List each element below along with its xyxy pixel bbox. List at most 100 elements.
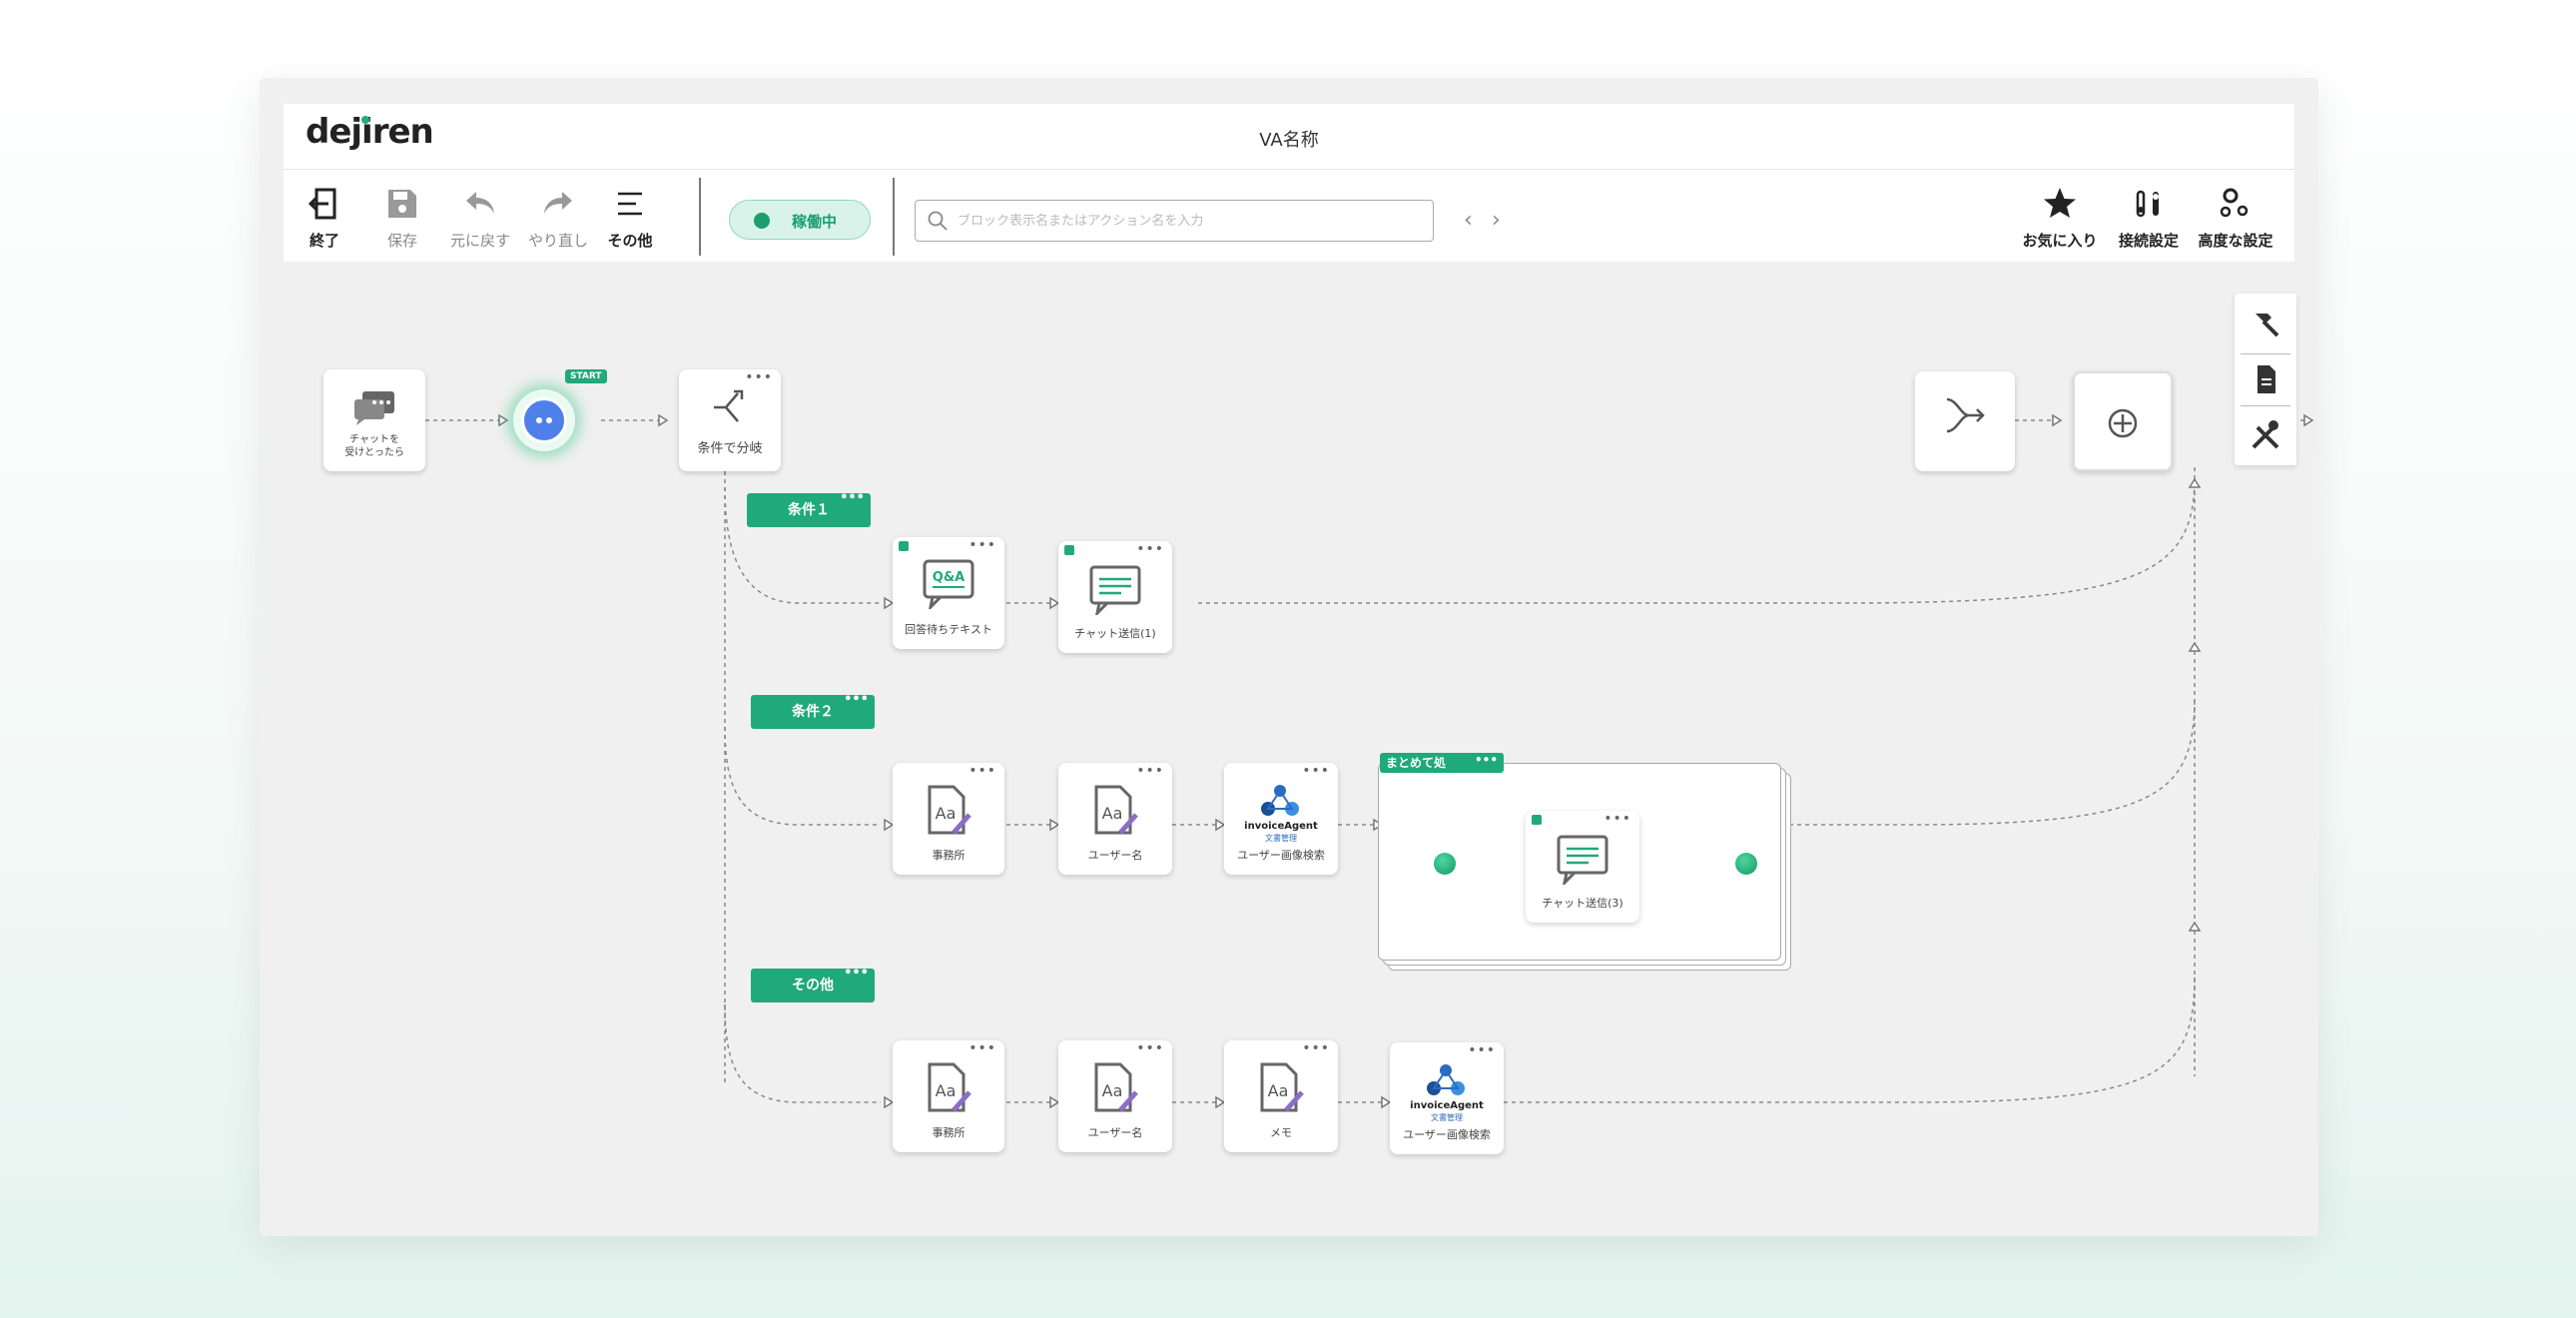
qa-label: 回答待ちテキスト [905,623,992,637]
more-icon[interactable]: ••• [968,763,996,779]
plus-circle-icon [2108,408,2138,438]
svg-text:Aa: Aa [1268,1081,1289,1100]
image-search-node[interactable]: ••• invoiceAgent 文書管理 ユーザー画像検索 [1224,763,1338,875]
undo-button[interactable]: 元に戻す [445,184,515,251]
panel-separator [2241,353,2290,354]
more-icon[interactable]: ••• [1136,1040,1164,1056]
logo: dejiren [306,112,434,152]
text-variable-icon: Aa [928,1062,971,1112]
branch-label: 条件で分岐 [697,440,763,456]
next-result-button[interactable]: › [1492,208,1501,233]
invoice-agent-icon [1261,785,1299,816]
office-node-2[interactable]: ••• Aa 事務所 [893,1040,1004,1152]
invoice-agent-icon [1427,1064,1465,1095]
more-icon[interactable]: ••• [1468,1042,1496,1058]
more-icon[interactable]: ••• [968,1040,996,1056]
qa-node[interactable]: ••• Q&A 回答待ちテキスト [893,537,1004,649]
favorites-button[interactable]: お気に入り [2017,184,2103,251]
more-icon[interactable]: ••• [840,490,865,505]
message-icon [1089,565,1141,615]
connection-button[interactable]: 接続設定 [2109,184,2189,251]
memo-node[interactable]: ••• Aa メモ [1224,1040,1338,1152]
chat-send-1-node[interactable]: ••• チャット送信(1) [1058,541,1172,653]
dejiren-mark-icon [1064,545,1074,555]
more-icon[interactable]: ••• [844,692,869,707]
document-icon[interactable] [2246,359,2285,399]
dejiren-mark-icon [899,541,909,551]
star-icon [2044,188,2076,218]
save-icon [388,190,416,218]
brand-sub-label: 文書管理 [1265,834,1297,843]
start-badge: START [565,369,607,383]
branch-node[interactable]: ••• 条件で分岐 [679,369,781,471]
more-label: その他 [607,232,653,250]
app-title: VA名称 [1259,130,1319,151]
dejiren-mark-icon [1532,815,1542,825]
advanced-label: 高度な設定 [2198,232,2273,250]
redo-label: やり直し [527,232,588,250]
username-node-2[interactable]: ••• Aa ユーザー名 [1058,1040,1172,1152]
chat-send-3-node[interactable]: ••• チャット送信(3) [1526,811,1639,923]
app-window: dejiren VA名称 終了 保存 元に戻す [260,78,2318,1236]
more-icon[interactable]: ••• [1136,541,1164,557]
text-variable-icon: Aa [1094,785,1138,835]
tools-icon[interactable] [2246,415,2285,455]
undo-icon [466,192,494,214]
toolbar: 終了 保存 元に戻す やり直し その他 [284,170,2294,262]
condition-other-tag[interactable]: その他••• [751,966,875,1002]
merge-node[interactable] [1915,371,2015,471]
panel-separator [2241,405,2290,406]
more-icon[interactable]: ••• [745,369,773,385]
more-icon[interactable]: ••• [1474,753,1498,767]
add-node-button[interactable] [2073,371,2173,471]
username-label-2: ユーザー名 [1087,1126,1143,1140]
hammer-icon[interactable] [2246,304,2285,343]
advanced-settings-button[interactable]: 高度な設定 [2191,184,2280,251]
branch-icon [714,389,744,422]
office-node[interactable]: ••• Aa 事務所 [893,763,1004,875]
prev-result-button[interactable]: ‹ [1464,208,1473,233]
merge-icon [1946,397,1985,433]
memo-label: メモ [1270,1126,1292,1140]
status-toggle[interactable]: 稼働中 [729,200,871,240]
exit-button[interactable]: 終了 [290,184,359,251]
more-icon[interactable]: ••• [844,966,869,981]
save-button[interactable]: 保存 [367,184,437,251]
group-tag[interactable]: まとめて処••• [1380,753,1504,773]
more-button[interactable]: その他 [595,184,665,251]
svg-text:Aa: Aa [1102,1081,1123,1100]
trigger-label: チャットを受けとったら [344,434,404,458]
condition-2-tag[interactable]: 条件２••• [751,692,875,729]
favorites-label: お気に入り [2022,232,2098,250]
username-node[interactable]: ••• Aa ユーザー名 [1058,763,1172,875]
more-icon[interactable]: ••• [1302,1040,1330,1056]
search-icon [928,211,948,231]
more-icon[interactable]: ••• [1604,811,1631,827]
brand-label: invoiceAgent [1410,1100,1484,1111]
trigger-node[interactable]: チャットを受けとったら [323,369,425,471]
svg-text:Aa: Aa [936,1081,957,1100]
chat-icon [354,391,394,425]
image-search-node-2[interactable]: ••• invoiceAgent 文書管理 ユーザー画像検索 [1390,1042,1504,1154]
redo-icon [544,192,572,214]
more-icon[interactable]: ••• [1136,763,1164,779]
svg-text:Q&A: Q&A [933,570,965,585]
search-input[interactable] [915,200,1434,242]
text-variable-icon: Aa [1094,1062,1138,1112]
more-icon[interactable]: ••• [1302,763,1330,779]
plug-icon [2136,190,2159,218]
start-node[interactable] [513,389,575,451]
redo-button[interactable]: やり直し [523,184,593,251]
chat-send-1-label: チャット送信(1) [1074,627,1156,641]
toolbar-divider [699,178,701,256]
group-entry-dot [1434,853,1456,875]
office-label: 事務所 [932,849,966,863]
username-label: ユーザー名 [1087,849,1143,863]
text-variable-icon: Aa [1260,1062,1304,1112]
flow-canvas[interactable]: チャットを受けとったら START ••• 条件で分岐 条件１••• 条件２••… [260,78,2318,1236]
save-label: 保存 [386,232,417,250]
condition-1-tag[interactable]: 条件１••• [747,490,871,527]
status-label: 稼働中 [792,213,838,231]
connection-label: 接続設定 [2118,232,2179,250]
more-icon[interactable]: ••• [968,537,996,553]
